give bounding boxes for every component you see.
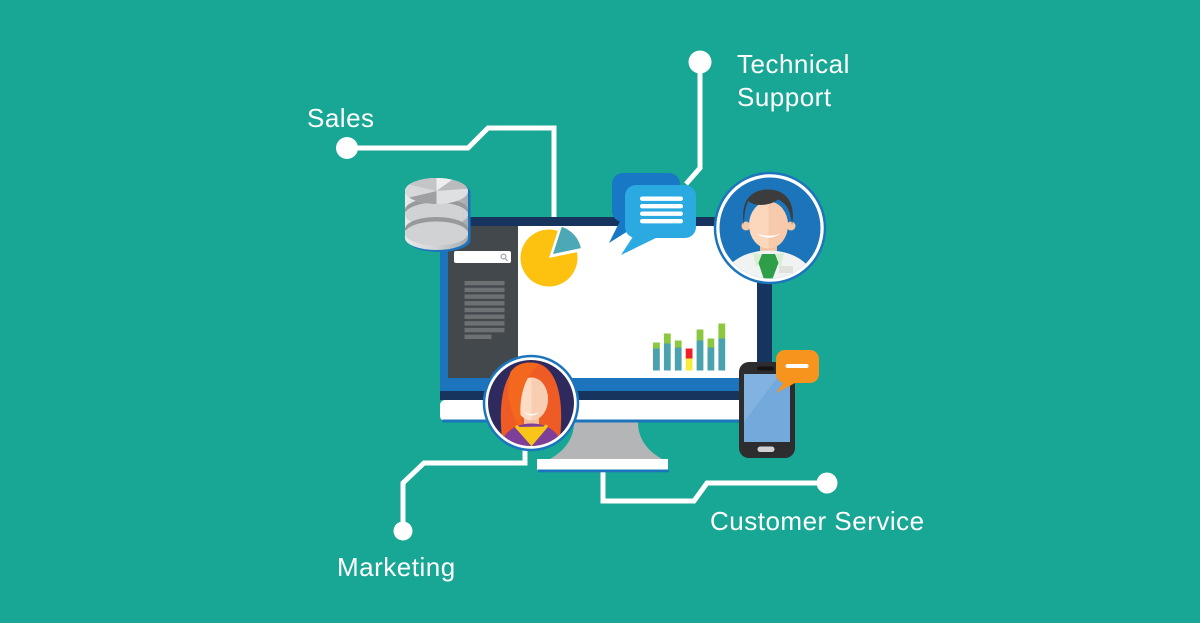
sidebar-search-box [454,251,511,263]
bar-body [707,347,715,371]
smartphone-icon [739,362,795,458]
sidebar-line [464,307,505,313]
man-tie [758,254,779,279]
phone-speaker [757,366,774,371]
sidebar-line [464,301,505,306]
chat-bubble-front [621,185,696,255]
bar-body [718,338,726,371]
customer-service-dot [816,472,838,494]
woman-hair-bang [508,362,540,430]
phone-chat-text-line [785,364,809,368]
woman-smile [524,412,539,416]
pie-exploded-slice [553,226,581,254]
bar-body [696,340,704,371]
bar-body [663,343,671,371]
bar-body [685,358,693,371]
marketing-connector [400,441,528,524]
monitor-stand [537,422,669,473]
man-shirt-pocket [779,266,793,273]
sidebar-text-lines [464,281,505,339]
man-ear-right [786,221,796,231]
sidebar-line [464,327,505,333]
database-top-disk [404,177,468,205]
chat-bubbles-icon [609,173,696,255]
chat-text-lines [640,196,683,224]
monitor-left-bezel [440,217,448,400]
database-icon [404,177,471,252]
phone-screen-highlight [744,374,780,422]
bar-cap [674,340,682,348]
pie-chart [520,226,581,287]
customer-service-label: Customer Service [710,506,925,536]
search-icon [500,253,509,262]
customer-service-connector [600,467,827,504]
man-hair [743,189,793,225]
technical-support-label-line2: Support [737,82,832,112]
sidebar-line [464,294,505,299]
sidebar-line [464,281,505,286]
bar-cap [707,338,715,348]
technical-support-label-line1: Technical [737,49,850,79]
sidebar-line-short [464,334,492,339]
bar-cap [653,342,660,349]
phone-home-button [757,446,775,452]
woman-face-shade [531,377,549,421]
sales-label: Sales [307,103,375,133]
sales-dot [336,137,358,159]
man-ear-left [741,221,751,231]
marketing-label: Marketing [337,552,456,582]
sidebar-line [464,321,505,326]
bar-cap [718,323,726,339]
sales-connector [347,125,557,222]
bar-cap [685,348,693,359]
sidebar-line [464,314,505,319]
bar-body [653,348,660,371]
woman-collar [515,424,548,446]
tech-support-avatar [713,171,827,285]
marketing-dot [393,521,413,541]
monitor-bottom-navy-strip [440,391,772,400]
marketing-avatar [482,354,580,452]
technical-support-connector [684,62,703,186]
phone-chat-bubble [776,350,819,393]
bar-cap [696,329,704,341]
monitor-top-bezel [440,217,772,226]
bar-chart [653,323,726,371]
sidebar-line [464,287,505,293]
bar-cap [663,333,671,344]
bar-body [674,347,682,371]
technical-support-dot [688,50,712,74]
man-smile [756,233,781,238]
pie-main-slice [520,229,578,287]
